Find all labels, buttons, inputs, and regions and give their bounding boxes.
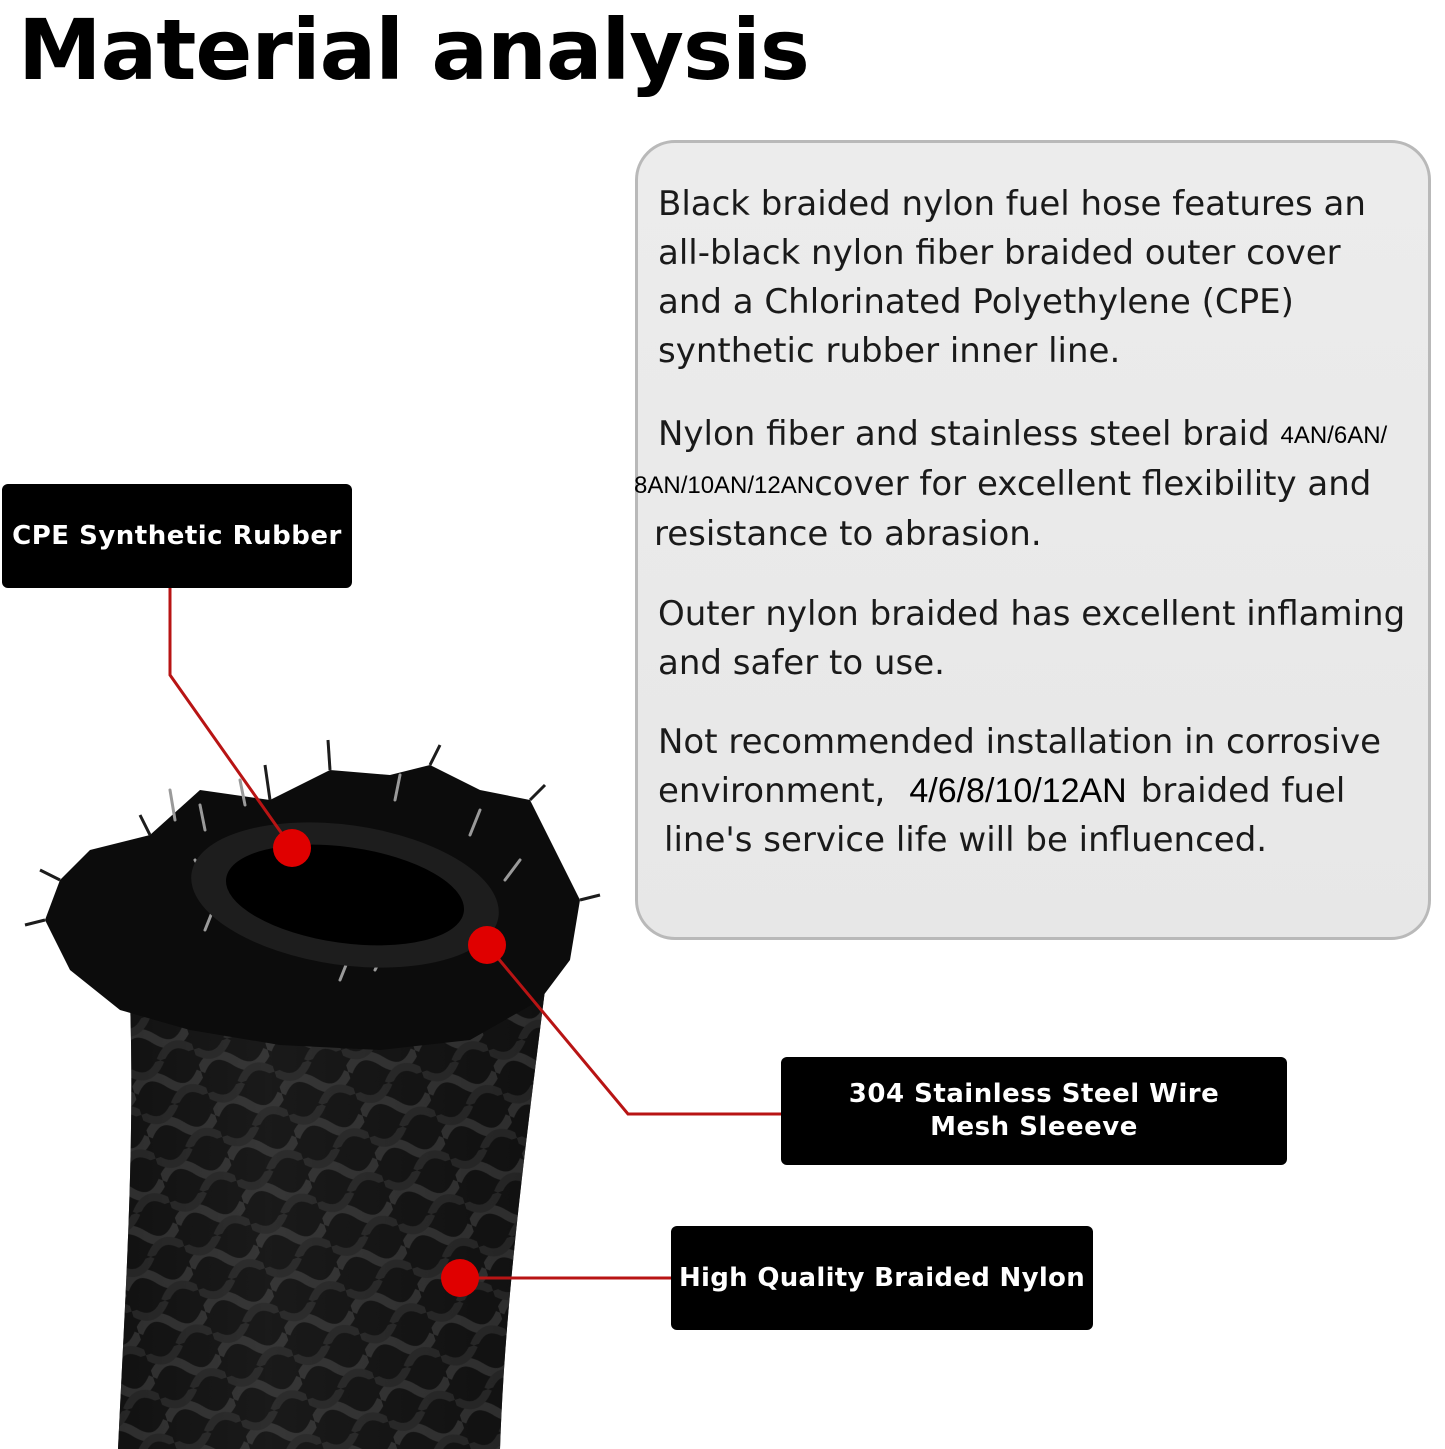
paragraph-flame: Outer nylon braided has excellent inflam… (658, 590, 1405, 688)
callout-label-line: 304 Stainless Steel Wire (848, 1079, 1220, 1109)
callout-label-cpe-rubber: CPE Synthetic Rubber (2, 484, 352, 588)
paragraph-line: Outer nylon braided has excellent inflam… (658, 594, 1406, 634)
leader-line-inner (168, 588, 294, 849)
marker-dot-steel (468, 926, 506, 964)
paragraph-line: line's service life will be influenced. (664, 820, 1268, 860)
size-range-text: 8AN/10AN/12AN (634, 472, 815, 499)
callout-label-line: Mesh Sleeeve (930, 1112, 1138, 1142)
paragraph-text: environment, (658, 771, 886, 811)
size-range-text: 4AN/6AN/ (1280, 422, 1388, 449)
paragraph-line: 8AN/10AN/12ANcover for excellent flexibi… (634, 460, 1387, 510)
paragraph-line: Nylon fiber and stainless steel braid 4A… (658, 410, 1387, 460)
page-title: Material analysis (18, 1, 810, 99)
paragraph-line: all-black nylon fiber braided outer cove… (658, 233, 1341, 273)
info-box (635, 140, 1431, 940)
markers (273, 829, 506, 1297)
callout-label-steel-mesh: 304 Stainless Steel Wire Mesh Sleeeve (781, 1057, 1287, 1165)
paragraph-line: Not recommended installation in corrosiv… (658, 722, 1382, 762)
marker-dot-outer (441, 1259, 479, 1297)
paragraph-line: resistance to abrasion. (654, 514, 1042, 554)
paragraph-line: Black braided nylon fuel hose features a… (658, 184, 1366, 224)
hose-frayed-end (24, 739, 601, 1050)
paragraph-materials: Black braided nylon fuel hose features a… (658, 180, 1366, 376)
hose-body (118, 990, 545, 1449)
callout-label-braided-nylon: High Quality Braided Nylon (671, 1226, 1093, 1330)
paragraph-line: synthetic rubber inner line. (658, 331, 1121, 371)
paragraph-line: and a Chlorinated Polyethylene (CPE) (658, 282, 1294, 322)
marker-dot-inner (273, 829, 311, 867)
paragraph-text: braided fuel (1140, 771, 1346, 811)
paragraph-line: and safer to use. (658, 643, 945, 683)
paragraph-braid: Nylon fiber and stainless steel braid 4A… (634, 410, 1387, 559)
paragraph-text: cover for excellent flexibility and (814, 464, 1372, 504)
size-range-text: 4/6/8/10/12AN (909, 772, 1127, 810)
paragraph-warning: Not recommended installation in corrosiv… (658, 718, 1381, 865)
paragraph-line: environment, 4/6/8/10/12AN braided fuel (658, 767, 1381, 816)
paragraph-text: Nylon fiber and stainless steel braid (658, 414, 1270, 454)
leader-line-steel (485, 944, 781, 1116)
